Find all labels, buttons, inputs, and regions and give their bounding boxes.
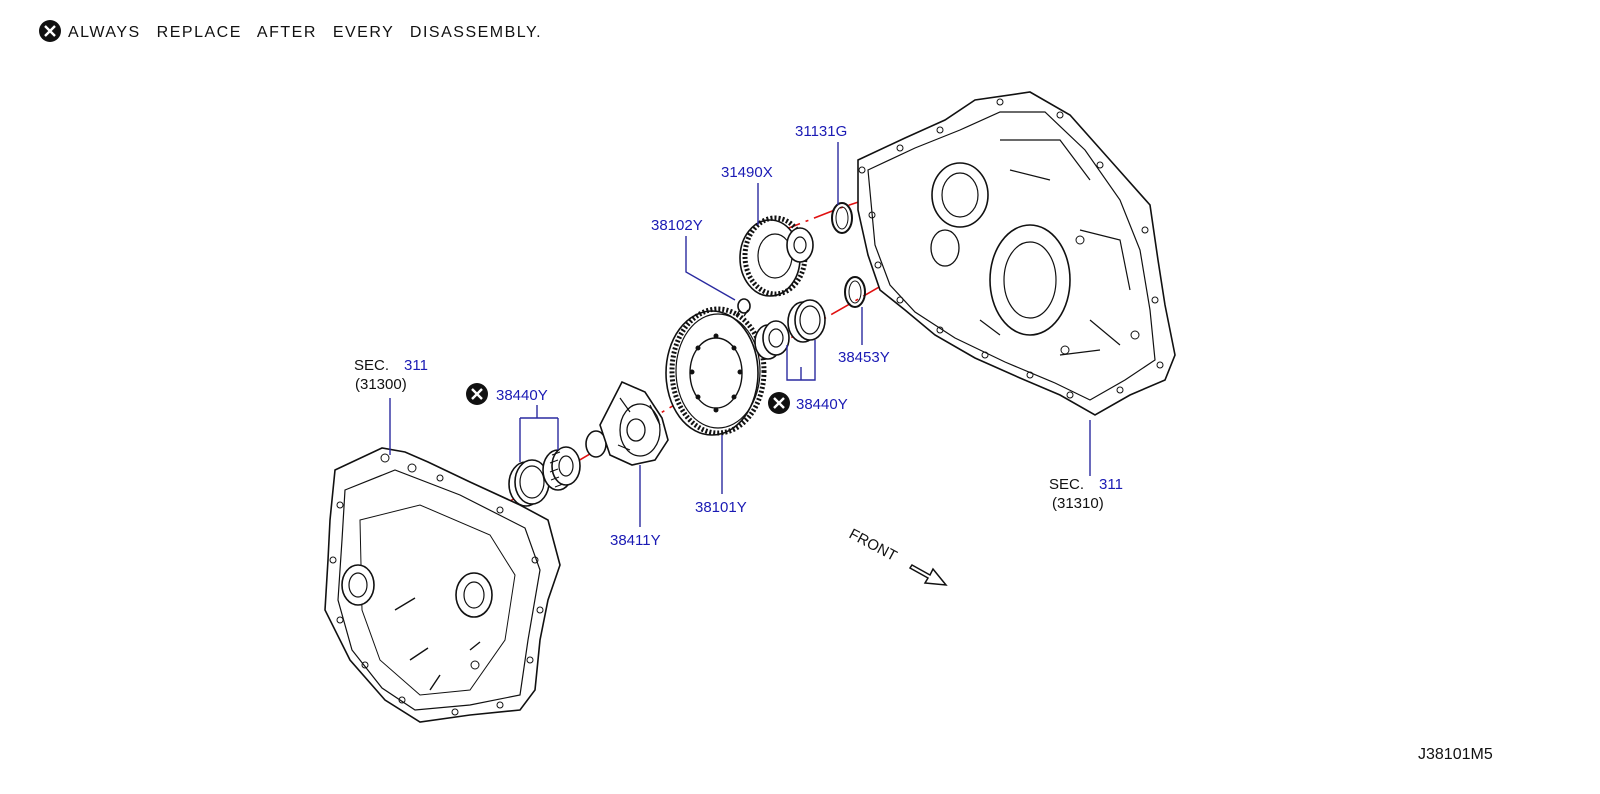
section-ref-right-link[interactable]: 311 — [1099, 476, 1123, 493]
taper-bearing-left — [542, 446, 581, 491]
part-label-38101Y[interactable]: 38101Y — [695, 499, 747, 516]
section-ref-right-sec: SEC. — [1049, 476, 1084, 493]
section-ref-left-sec: SEC. — [354, 357, 389, 374]
part-label-38440Y-left[interactable]: 38440Y — [496, 387, 548, 404]
replace-note: ALWAYS REPLACE AFTER EVERY DISASSEMBLY. — [39, 20, 542, 42]
o-ring-upper — [831, 202, 853, 234]
section-ref-left-link[interactable]: 311 — [404, 357, 428, 374]
x-circle-icon — [39, 20, 61, 42]
section-ref-left-code: (31300) — [355, 376, 407, 393]
differential-case — [585, 380, 669, 466]
part-label-31131G[interactable]: 31131G — [795, 123, 847, 140]
part-label-38440Y-right[interactable]: 38440Y — [796, 396, 848, 413]
replace-note-text: ALWAYS REPLACE AFTER EVERY DISASSEMBLY. — [68, 24, 542, 41]
left-transmission-case — [324, 447, 561, 723]
oil-seal — [844, 276, 866, 308]
part-label-31490X[interactable]: 31490X — [721, 164, 773, 181]
part-label-38453Y[interactable]: 38453Y — [838, 349, 890, 366]
right-transmission-case — [857, 91, 1176, 416]
front-label: FRONT — [846, 526, 900, 565]
x-circle-icon — [466, 383, 488, 405]
bolt — [735, 298, 751, 317]
leader-lines — [389, 142, 1091, 527]
part-label-38102Y[interactable]: 38102Y — [651, 217, 703, 234]
x-circle-icon — [768, 392, 790, 414]
idler-gear — [739, 215, 814, 297]
part-label-38411Y[interactable]: 38411Y — [610, 532, 661, 549]
bearing-race-right — [787, 299, 826, 343]
bearing-race-left — [508, 459, 550, 507]
final-drive-gear — [665, 306, 767, 436]
arrow-icon — [908, 564, 948, 586]
section-ref-right: SEC. 311 (31310) — [1049, 476, 1123, 512]
section-ref-left: SEC. 311 (31300) — [354, 357, 428, 393]
diagram-code: J38101M5 — [1418, 746, 1493, 763]
front-indicator: FRONT — [846, 526, 948, 586]
section-ref-right-code: (31310) — [1052, 495, 1104, 512]
taper-bearing-right — [754, 320, 790, 360]
